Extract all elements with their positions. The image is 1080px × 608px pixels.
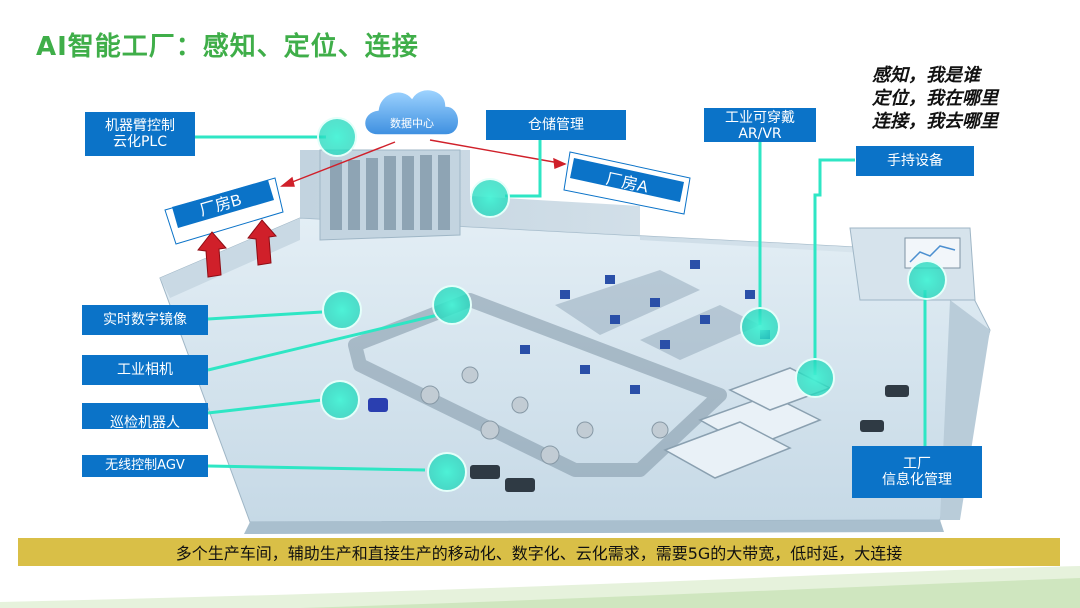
node-camera — [432, 285, 472, 325]
connector-lines — [195, 134, 927, 472]
cloud-label: 数据中心 — [390, 116, 434, 130]
label-industrial-wearable: 工业可穿戴 AR/VR — [704, 108, 816, 142]
node-agv — [427, 452, 467, 492]
node-robot-arm — [317, 117, 357, 157]
page-title: AI智能工厂：感知、定位、连接 — [36, 32, 419, 62]
label-handheld-device: 手持设备 — [856, 146, 974, 176]
factory-floor — [159, 149, 991, 534]
label-factory-it-line2: 信息化管理 — [882, 472, 952, 488]
node-factory-it — [907, 260, 947, 300]
sensor-nodes — [317, 117, 947, 492]
node-digital-twin — [322, 290, 362, 330]
decorative-wave — [0, 566, 1080, 608]
node-warehouse — [470, 178, 510, 218]
label-patrol-robot: 巡检机器人 — [82, 403, 208, 429]
label-wearable-line1: 工业可穿戴 — [725, 110, 795, 126]
label-wireless-agv: 无线控制AGV — [82, 455, 208, 477]
tagline-block: 感知，我是谁 定位，我在哪里 连接，我去哪里 — [872, 64, 998, 133]
label-robot-arm-line1: 机器臂控制 — [105, 118, 175, 134]
node-patrol-robot — [320, 380, 360, 420]
building-b-tag: 厂房B — [164, 177, 284, 245]
label-industrial-camera: 工业相机 — [82, 355, 208, 385]
label-digital-twin: 实时数字镜像 — [82, 305, 208, 335]
label-warehouse-management: 仓储管理 — [486, 110, 626, 140]
label-robot-arm-line2: 云化PLC — [112, 134, 168, 150]
up-arrow-icon — [197, 219, 277, 278]
label-patrol-robot-text: 巡检机器人 — [110, 415, 180, 429]
summary-banner: 多个生产车间，辅助生产和直接生产的移动化、数字化、云化需求，需要5G的大带宽，低… — [18, 538, 1060, 566]
tagline-locate: 定位，我在哪里 — [872, 88, 998, 109]
label-factory-it-management: 工厂 信息化管理 — [852, 446, 982, 498]
node-handheld — [795, 358, 835, 398]
label-robot-arm-control: 机器臂控制 云化PLC — [85, 112, 195, 156]
label-wearable-line2: AR/VR — [738, 126, 782, 142]
building-a-tag: 厂房A — [563, 151, 691, 215]
tagline-sense: 感知，我是谁 — [872, 65, 980, 86]
cloud-icon: 数据中心 — [363, 88, 460, 136]
label-factory-it-line1: 工厂 — [903, 456, 931, 472]
network-link-arrows — [280, 139, 567, 187]
tagline-connect: 连接，我去哪里 — [872, 111, 998, 132]
node-wearable — [740, 307, 780, 347]
